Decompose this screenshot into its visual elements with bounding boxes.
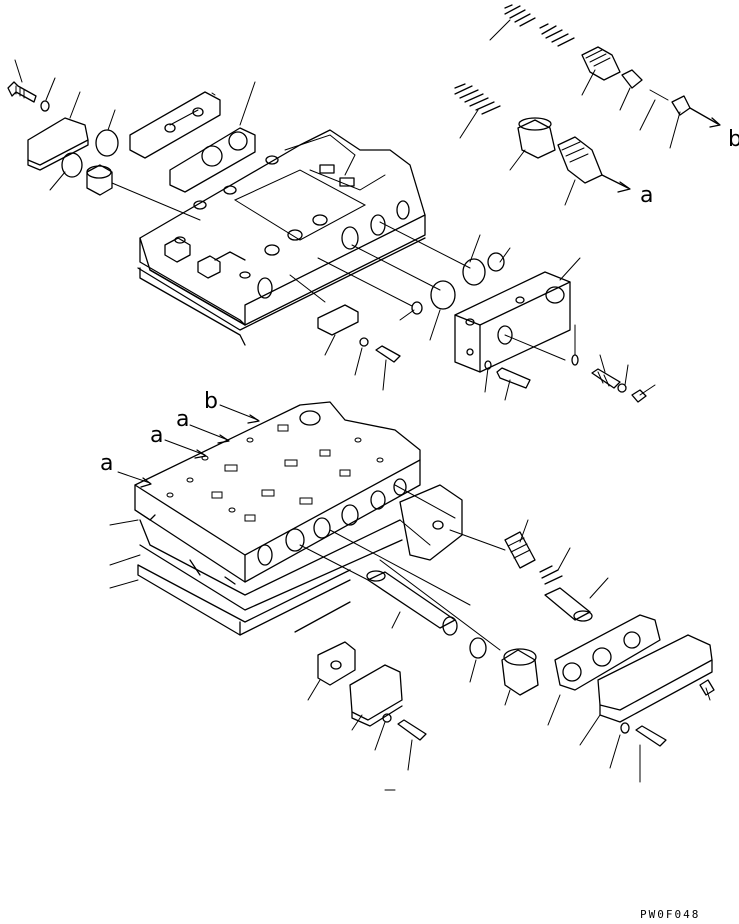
label-b-input: b [204,389,218,414]
lower-gaskets [137,519,403,636]
leader-lines-upper [14,19,681,401]
label-b-output: b [728,127,739,152]
lower-left-parts [317,641,427,741]
label-a-input-2: a [150,423,163,448]
spool-assembly-a [454,83,631,193]
lower-valve-body [134,401,463,583]
top-left-parts [7,81,119,196]
middle-small-parts [317,252,505,363]
upper-valve-body [137,129,426,331]
label-a-input-1: a [100,451,113,476]
drawing-code: PW0F048 [640,908,700,921]
leader-lines-lower [109,484,711,791]
label-a-input-3: a [176,407,189,432]
input-arrows [117,404,260,488]
spool-assembly-b [504,4,721,128]
lower-right-parts [366,531,715,747]
upper-plate [139,267,246,346]
right-end-cover [454,271,647,403]
upper-gaskets [129,91,256,193]
label-a-output: a [640,183,653,208]
